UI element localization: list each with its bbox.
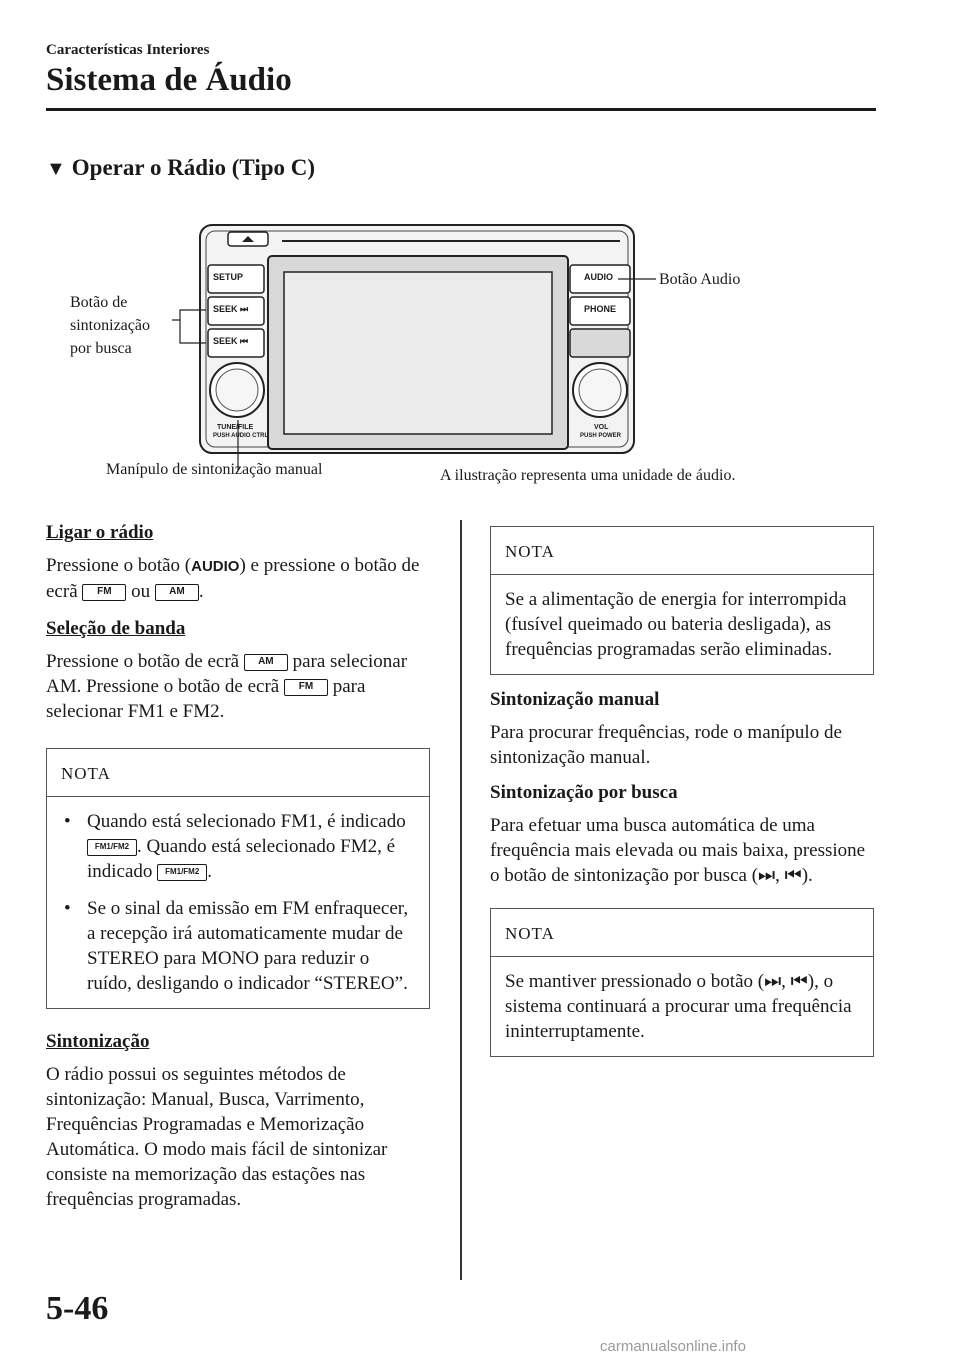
paragraph-sintonizacao: O rádio possui os seguintes métodos de s… [46, 1064, 388, 1210]
note-bullet: • Quando está selecionado FM1, é indicad… [64, 811, 406, 882]
watermark: carmanualsonline.info [600, 1338, 746, 1355]
audio-unit-illustration [172, 224, 656, 470]
note-header: NOTA [491, 909, 873, 957]
right-column: NOTA Se a alimentação de energia for int… [490, 526, 874, 1057]
audio-unit-figure: SETUP SEEK ⏭ SEEK ⏮ AUDIO PHONE TUNE/FIL… [0, 0, 960, 500]
setup-button[interactable]: SETUP [213, 272, 244, 282]
note-body: Se a alimentação de energia for interrom… [505, 589, 847, 660]
subheading-banda: Seleção de banda [46, 618, 186, 639]
section-heading-text: Operar o Rádio (Tipo C) [71, 155, 316, 180]
note-header: NOTA [491, 527, 873, 575]
fm-button-icon: FM [283, 679, 328, 696]
note-box-seek: NOTA Se mantiver pressionado o botão (⏭,… [490, 908, 874, 1057]
note-body: Se mantiver pressionado o botão (⏭, ⏮), … [505, 971, 852, 1042]
section-heading: ▼Operar o Rádio (Tipo C) [46, 155, 315, 181]
seek-down-button[interactable]: SEEK ⏮ [213, 336, 249, 346]
callout-audio-button: Botão Audio [659, 271, 741, 288]
page-number: 5-46 [46, 1290, 109, 1327]
bullet-icon: • [64, 811, 71, 832]
tune-knob-label: TUNE/FILE [217, 424, 254, 431]
note-box-band: NOTA • Quando está selecionado FM1, é in… [46, 748, 430, 1009]
subheading-ligar: Ligar o rádio [46, 522, 154, 543]
phone-button[interactable]: PHONE [584, 304, 617, 314]
left-column: Ligar o rádio Pressione o botão (AUDIO) … [46, 520, 434, 1212]
paragraph-banda: Pressione o botão de ecrã AM para seleci… [46, 651, 408, 722]
vol-knob-label: VOL [594, 424, 609, 431]
subheading-sintonizacao: Sintonização [46, 1031, 150, 1052]
note-bullet: • Se o sinal da emissão em FM enfraquece… [64, 898, 409, 994]
note-body: • Quando está selecionado FM1, é indicad… [47, 797, 429, 1008]
title-rule [46, 108, 876, 111]
subheading-manual: Sintonização manual [490, 689, 660, 710]
figure-caption: A ilustração representa uma unidade de á… [440, 467, 736, 484]
page-title: Sistema de Áudio [46, 62, 292, 98]
paragraph-manual: Para procurar frequências, rode o manípu… [490, 722, 842, 768]
seek-up-button[interactable]: SEEK ⏭ [213, 304, 249, 314]
audio-button-icon: AUDIO [191, 558, 240, 575]
tune-knob-sublabel: PUSH AUDIO CTRL [213, 433, 269, 439]
am-button-icon: AM [154, 584, 199, 601]
fm2-indicator-icon: FM1/FM2 [157, 864, 208, 881]
callout-tune-knob: Manípulo de sintonização manual [106, 461, 323, 478]
fm-button-icon: FM [82, 584, 127, 601]
column-divider [460, 520, 462, 1280]
section-label: Características Interiores [46, 42, 210, 58]
note-header: NOTA [47, 749, 429, 797]
am-button-icon: AM [243, 654, 288, 671]
note-box-power: NOTA Se a alimentação de energia for int… [490, 526, 874, 675]
paragraph-ligar: Pressione o botão (AUDIO) e pressione o … [46, 555, 420, 602]
callout-seek-button: Botão de sintonização por busca [70, 294, 150, 357]
subheading-busca: Sintonização por busca [490, 782, 678, 803]
triangle-down-icon: ▼ [46, 158, 66, 180]
audio-button[interactable]: AUDIO [584, 272, 613, 282]
paragraph-busca: Para efetuar uma busca automática de uma… [490, 815, 866, 886]
bullet-icon: • [64, 898, 71, 919]
fm1-indicator-icon: FM1/FM2 [87, 839, 137, 856]
vol-knob-sublabel: PUSH POWER [580, 433, 622, 439]
